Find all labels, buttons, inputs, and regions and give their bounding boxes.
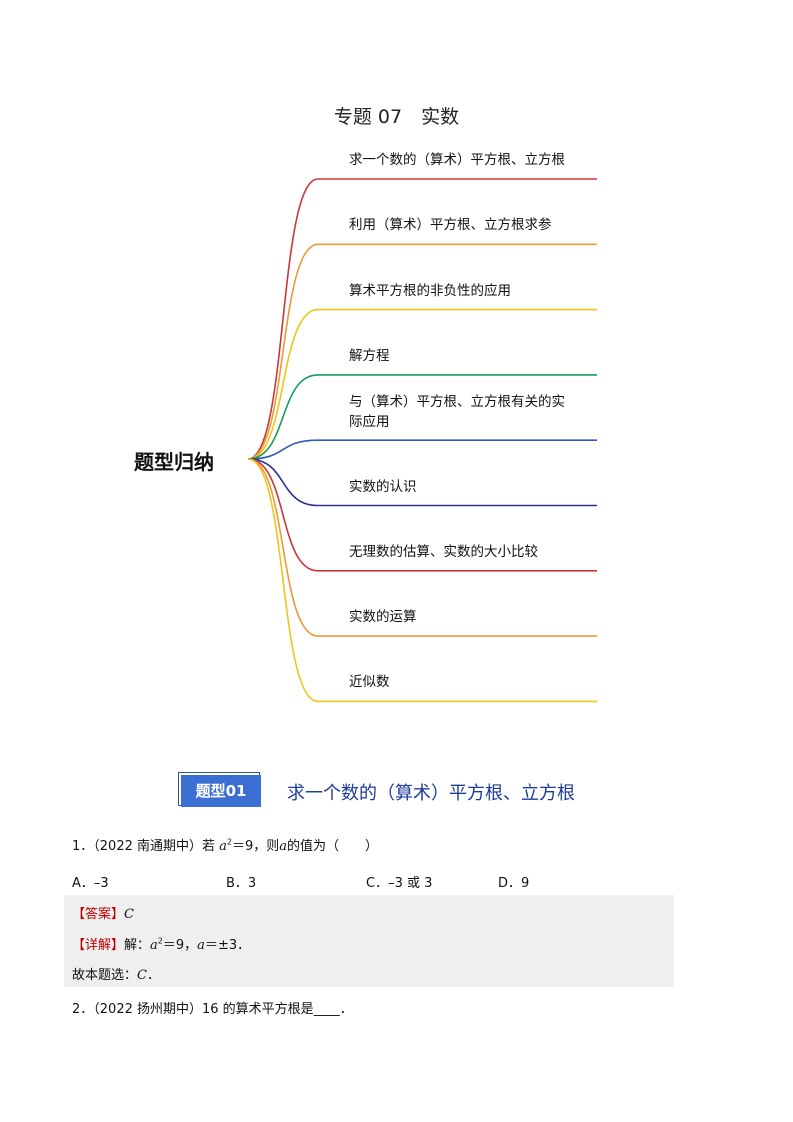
section-title: 求一个数的（算术）平方根、立方根 — [287, 783, 575, 804]
detail-prefix: 解： — [124, 938, 151, 953]
detail-line: 【详解】解：a2＝9，a＝±3． — [72, 934, 250, 953]
section-badge-label: 题型01 — [181, 775, 261, 807]
detail-variable: a — [150, 938, 158, 953]
branch-label-line: 际应用 — [349, 414, 390, 431]
question-text: （2022 扬州期中）16 的算术平方根是 — [93, 1002, 314, 1017]
option-b: B．3 — [226, 876, 257, 891]
mindmap-branch-label: 实数的认识 — [349, 477, 417, 497]
branch-label-line: 无理数的估算、实数的大小比较 — [349, 543, 538, 560]
branch-label-line: 解方程 — [349, 347, 390, 364]
branch-label-line: 实数的运算 — [349, 609, 417, 626]
answer-box — [64, 895, 674, 987]
conclusion-prefix: 故本题选： — [72, 968, 138, 983]
mindmap-connector — [247, 458, 597, 703]
conclusion-value: C — [137, 968, 147, 983]
mindmap-connector — [247, 308, 597, 460]
option-d: D．9 — [498, 876, 530, 891]
expr-exponent: 2 — [226, 837, 232, 847]
detail-mid: ＝9， — [162, 938, 198, 953]
branch-label-line: 算术平方根的非负性的应用 — [349, 282, 511, 299]
mindmap-branch-label: 与（算术）平方根、立方根有关的实际应用 — [349, 392, 565, 432]
question-source: （2022 南通期中）若 — [93, 839, 215, 854]
answer-label: 【答案】 — [72, 907, 125, 922]
option-a: A．–3 — [72, 876, 109, 891]
mindmap-connector — [247, 439, 597, 460]
question-tail: 的值为（ ） — [287, 839, 379, 854]
mindmap-connector — [247, 374, 597, 460]
question-number: 1． — [72, 839, 94, 854]
branch-label-line: 实数的认识 — [349, 478, 417, 495]
answer-blank: ____ — [313, 1002, 340, 1017]
expr-variable-2: a — [279, 839, 288, 854]
section-badge: 题型01 — [178, 772, 261, 807]
mindmap-root-label: 题型归纳 — [134, 450, 214, 474]
conclusion-end: ． — [146, 968, 160, 983]
expr-rest: ＝9，则 — [232, 839, 280, 854]
question-end: ． — [339, 1002, 353, 1017]
question-2: 2．（2022 扬州期中）16 的算术平方根是____． — [72, 998, 353, 1017]
mindmap-branch-label: 解方程 — [349, 346, 390, 366]
branch-label-line: 利用（算术）平方根、立方根求参 — [349, 217, 552, 234]
mindmap-connector — [247, 243, 597, 460]
mindmap-branch-label: 实数的运算 — [349, 607, 417, 627]
mindmap-branch-label: 算术平方根的非负性的应用 — [349, 281, 511, 301]
detail-label: 【详解】 — [72, 938, 125, 953]
mindmap-connector — [247, 458, 597, 637]
answer-line: 【答案】C — [72, 903, 134, 922]
mindmap — [247, 178, 597, 703]
detail-exponent: 2 — [157, 936, 163, 946]
expr-variable: a — [219, 839, 227, 854]
mindmap-connector — [247, 458, 597, 507]
branch-label-line: 与（算术）平方根、立方根有关的实 — [349, 394, 565, 411]
option-c: C．–3 或 3 — [366, 876, 433, 891]
branch-label-line: 求一个数的（算术）平方根、立方根 — [349, 152, 565, 168]
question-number: 2． — [72, 1002, 94, 1017]
answer-value: C — [124, 907, 134, 922]
document-title: 专题 07 实数 — [333, 106, 460, 128]
detail-end: ＝±3． — [204, 938, 251, 953]
branch-label-line: 近似数 — [349, 674, 390, 691]
question-1: 1．（2022 南通期中）若 a2＝9，则a的值为（ ） — [72, 835, 378, 854]
conclusion-line: 故本题选：C． — [72, 964, 160, 983]
detail-variable-2: a — [197, 938, 205, 953]
mindmap-branch-label: 无理数的估算、实数的大小比较 — [349, 542, 538, 562]
mindmap-connector — [247, 178, 597, 460]
mindmap-connector — [247, 458, 597, 572]
mindmap-branch-label: 求一个数的（算术）平方根、立方根 — [349, 150, 565, 170]
mindmap-branch-label: 利用（算术）平方根、立方根求参 — [349, 215, 552, 235]
mindmap-branch-label: 近似数 — [349, 672, 390, 692]
